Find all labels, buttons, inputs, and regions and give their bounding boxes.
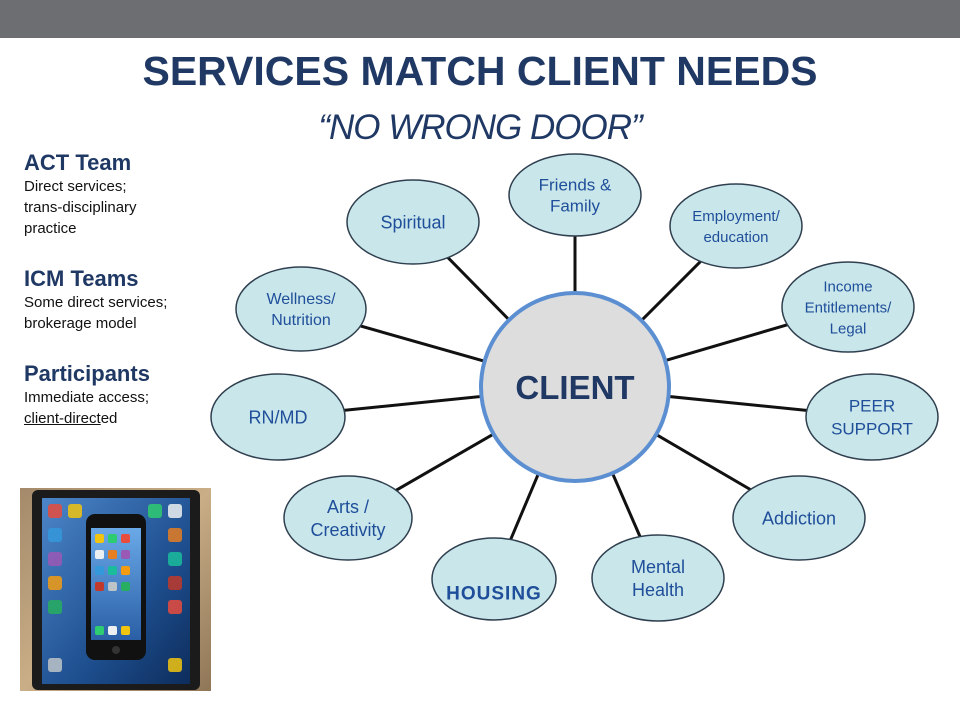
act-team-line-3: practice bbox=[24, 220, 77, 237]
node-employment-label-1: Employment/ bbox=[692, 208, 780, 225]
icm-teams-line-1: Some direct services; bbox=[24, 294, 168, 311]
node-mental-label-2: Health bbox=[632, 580, 684, 600]
act-team-line-1: Direct services; bbox=[24, 178, 127, 195]
participants-line-1: Immediate access; bbox=[24, 389, 150, 406]
participants-block: Participants Immediate access; client-di… bbox=[24, 361, 150, 429]
slide-title: SERVICES MATCH CLIENT NEEDS bbox=[142, 48, 818, 94]
node-arts-label-2: Creativity bbox=[310, 520, 385, 540]
node-rnmd-shape bbox=[210, 373, 346, 461]
client-hub: CLIENT bbox=[479, 291, 671, 483]
node-peer-shape bbox=[805, 373, 939, 461]
node-employment-label-2: education bbox=[703, 229, 768, 246]
node-friends-label-1: Friends & bbox=[539, 175, 612, 194]
participants-underlined-text: client-direct bbox=[24, 410, 101, 427]
node-friends-shape bbox=[508, 153, 642, 237]
node-employment-shape bbox=[669, 183, 803, 269]
service-nodes: Friends &FamilyEmployment/educationIncom… bbox=[210, 153, 939, 622]
act-team-block: ACT Team Direct services; trans-discipli… bbox=[24, 150, 137, 239]
node-wellness: Wellness/Nutrition bbox=[235, 266, 367, 352]
participants-line-2: client-directed bbox=[24, 408, 150, 429]
act-team-heading: ACT Team bbox=[24, 150, 132, 175]
node-income-label-2: Entitlements/ bbox=[805, 299, 893, 316]
node-mental-label-1: Mental bbox=[631, 557, 685, 577]
node-wellness-label-2: Nutrition bbox=[271, 312, 331, 329]
node-housing: HOUSING bbox=[431, 537, 557, 621]
node-income-label-1: Income bbox=[823, 278, 872, 295]
node-wellness-shape bbox=[235, 266, 367, 352]
node-arts-shape bbox=[283, 475, 413, 561]
node-peer-label-2: SUPPORT bbox=[831, 419, 913, 438]
tablet-with-phone-image bbox=[20, 488, 211, 691]
node-friends-label-2: Family bbox=[550, 196, 601, 215]
act-team-line-2: trans-disciplinary bbox=[24, 199, 137, 216]
node-employment: Employment/education bbox=[669, 183, 803, 269]
top-bar bbox=[0, 0, 960, 38]
node-rnmd: RN/MD bbox=[210, 373, 346, 461]
node-arts-label-1: Arts / bbox=[327, 497, 369, 517]
client-hub-label: CLIENT bbox=[515, 369, 634, 406]
node-housing-shape bbox=[431, 537, 557, 621]
node-friends: Friends & Family bbox=[508, 153, 642, 237]
slide-subtitle: “NO WRONG DOOR” bbox=[318, 108, 642, 147]
node-wellness-label-1: Wellness/ bbox=[266, 291, 336, 308]
client-hub-circle bbox=[479, 291, 671, 483]
icm-teams-line-2: brokerage model bbox=[24, 315, 137, 332]
node-peer-label-1: PEER bbox=[849, 396, 895, 415]
node-income-label-3: Legal bbox=[830, 320, 867, 337]
node-peer: PEER SUPPORT bbox=[805, 373, 939, 461]
node-addiction: Addiction bbox=[732, 475, 866, 561]
node-income-shape bbox=[781, 261, 915, 353]
participants-heading: Participants bbox=[24, 361, 150, 386]
node-addiction-label-1: Addiction bbox=[762, 508, 836, 528]
node-mental-shape bbox=[591, 534, 725, 622]
node-arts: Arts / Creativity bbox=[283, 475, 413, 561]
node-housing-label-1: HOUSING bbox=[446, 584, 542, 605]
icm-teams-block: ICM Teams Some direct services; brokerag… bbox=[24, 266, 167, 334]
node-addiction-shape bbox=[732, 475, 866, 561]
node-spiritual: Spiritual bbox=[346, 179, 480, 265]
node-spiritual-label-1: Spiritual bbox=[380, 212, 445, 232]
node-rnmd-label-1: RN/MD bbox=[249, 407, 308, 427]
icm-teams-heading: ICM Teams bbox=[24, 266, 139, 291]
node-spiritual-shape bbox=[346, 179, 480, 265]
participants-rest-text: ed bbox=[100, 410, 118, 427]
